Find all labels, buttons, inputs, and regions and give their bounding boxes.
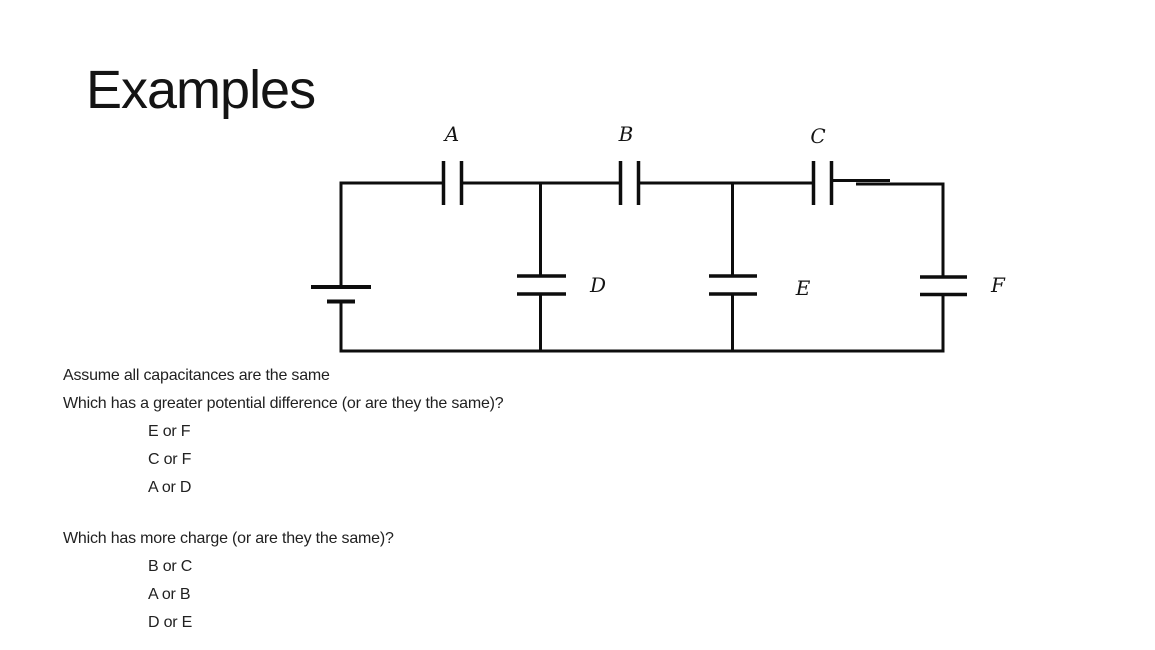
question-block-potential: Assume all capacitances are the same Whi… — [63, 362, 504, 502]
capacitor-d-label: D — [589, 273, 606, 297]
potential-option-2: C or F — [148, 451, 192, 468]
capacitor-d-symbol — [517, 274, 566, 296]
capacitor-a-symbol — [441, 161, 464, 205]
battery-symbol — [311, 285, 371, 304]
charge-option-2: A or B — [148, 586, 191, 603]
assumption-text: Assume all capacitances are the same — [63, 367, 330, 384]
charge-option-3: D or E — [148, 614, 193, 631]
capacitor-a-label: A — [443, 122, 459, 146]
charge-option-1: B or C — [148, 558, 193, 575]
capacitor-f-label: F — [990, 273, 1006, 297]
circuit-wires — [339, 179, 945, 353]
capacitor-b-symbol — [618, 161, 641, 205]
question-block-charge: Which has more charge (or are they the s… — [63, 525, 394, 637]
charge-question-prompt: Which has more charge (or are they the s… — [63, 530, 394, 547]
capacitor-f-symbol — [920, 275, 967, 297]
capacitor-b-label: B — [618, 122, 634, 146]
potential-option-1: E or F — [148, 423, 191, 440]
capacitor-e-symbol — [709, 274, 757, 296]
capacitor-c-symbol — [811, 161, 834, 205]
potential-question-prompt: Which has a greater potential difference… — [63, 395, 504, 412]
potential-option-3: A or D — [148, 479, 192, 496]
capacitor-e-label: E — [795, 276, 811, 300]
slide-title: Examples — [86, 60, 316, 120]
capacitor-c-label: C — [810, 124, 825, 148]
